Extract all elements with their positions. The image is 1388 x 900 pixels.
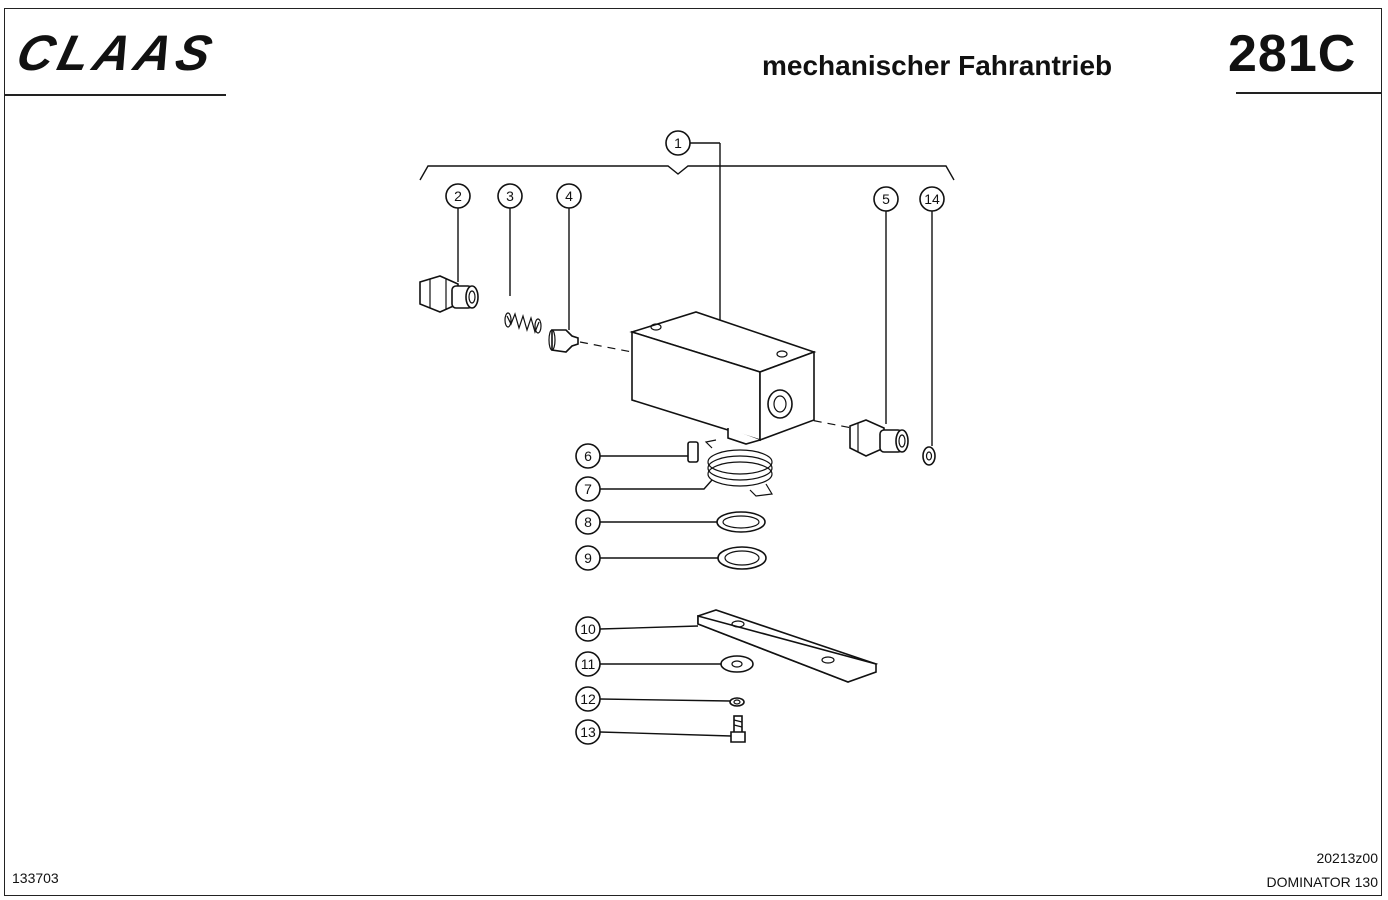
ring-part-9 [600,546,767,570]
spring-part-3 [504,312,542,334]
page-frame [4,8,1382,896]
plate-part-10 [599,609,879,683]
washer-part-11 [600,655,754,673]
axis-line [579,341,633,353]
footer-left-code: 133703 [12,870,59,886]
callout-label-4: 4 [565,188,573,204]
callout-label-14: 14 [924,191,940,207]
footer-drawing-number: 20213z00 [1316,850,1378,866]
axis-line-right [799,417,853,429]
callout-label-12: 12 [580,691,596,707]
callout-label-9: 9 [584,550,592,566]
group-bracket [419,165,955,181]
torsion-spring-part-7 [600,439,773,497]
callout-label-11: 11 [581,656,596,672]
callout-7: 7 [575,476,601,502]
callout-14: 14 [919,186,945,212]
callout-12: 12 [575,686,601,712]
callout-8: 8 [575,509,601,535]
callout-3: 3 [497,183,523,209]
callout-13: 13 [575,719,601,745]
callout-label-13: 13 [580,724,596,740]
callout-label-3: 3 [506,188,514,204]
fitting-part-2 [419,275,479,313]
callout-1: 1 [665,130,691,156]
bolt-part-13 [599,715,746,743]
callout-11: 11 [575,651,601,677]
callout-label-2: 2 [454,188,462,204]
callout-label-6: 6 [584,448,592,464]
header-rule-left [4,94,226,96]
callout-10: 10 [575,616,601,642]
header-rule-right [1236,92,1382,94]
callout-6: 6 [575,443,601,469]
callout-2: 2 [445,183,471,209]
o-ring-part-8 [600,511,766,533]
footer-model: DOMINATOR 130 [1266,874,1378,890]
spring-washer-part-12 [599,697,745,707]
valve-block-part-1 [629,311,817,445]
callout-label-5: 5 [882,191,890,207]
callout-4: 4 [556,183,582,209]
callout-label-8: 8 [584,514,592,530]
callout-label-10: 10 [580,621,596,637]
fitting-part-5 [849,419,909,457]
page-code: 281C [1228,25,1357,83]
ring-part-14 [922,446,936,466]
piston-part-4 [548,329,579,353]
callout-label-1: 1 [674,135,682,151]
callout-5: 5 [873,186,899,212]
callout-9: 9 [575,545,601,571]
page-title: mechanischer Fahrantrieb [762,50,1113,81]
callout-label-7: 7 [584,481,592,497]
pin-part-6 [600,441,699,463]
